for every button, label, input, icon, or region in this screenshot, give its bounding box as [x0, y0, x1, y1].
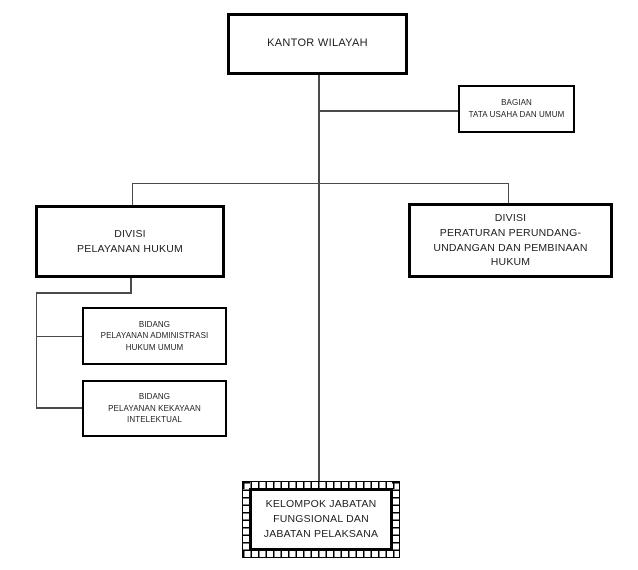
connector-bidang2-branch: [35, 407, 82, 409]
node-label-line: PELAYANAN KEKAYAAN: [108, 403, 201, 413]
connector-subtree-vertical: [35, 292, 37, 409]
hatched-border-left: [243, 482, 250, 557]
connector-bagian-horizontal: [318, 110, 458, 112]
node-label-line: TATA USAHA DAN UMUM: [468, 110, 565, 119]
connector-left-division-drop: [131, 182, 133, 206]
node-label-line: INTELEKTUAL: [127, 415, 182, 425]
node-label-line: FUNGSIONAL DAN: [273, 513, 369, 526]
node-label-line: PELAYANAN HUKUM: [77, 242, 183, 255]
node-label-line: HUKUM UMUM: [125, 342, 184, 352]
node-label-line: JABATAN PELAKSANA: [263, 527, 379, 540]
node-label-line: HUKUM: [490, 256, 531, 269]
node-label-line: KANTOR WILAYAH: [267, 37, 368, 50]
node-label-line: PELAYANAN ADMINISTRASI: [100, 331, 209, 341]
node-divisi-pelayanan-hukum: DIVISI PELAYANAN HUKUM: [35, 205, 225, 278]
connector-bidang1-branch: [35, 335, 82, 337]
node-label-line: BIDANG: [138, 319, 171, 329]
node-label-line: DIVISI: [114, 227, 146, 240]
hatched-border-right: [392, 482, 399, 557]
node-kelompok-jabatan: KELOMPOK JABATAN FUNGSIONAL DAN JABATAN …: [242, 481, 400, 558]
node-label-line: UNDANGAN DAN PEMBINAAN: [433, 241, 588, 254]
connector-right-division-drop: [507, 182, 509, 204]
node-bidang-administrasi: BIDANG PELAYANAN ADMINISTRASI HUKUM UMUM: [82, 307, 227, 365]
connector-main-vertical: [318, 75, 320, 481]
hatched-border-top: [243, 482, 399, 489]
node-label-line: BIDANG: [138, 392, 171, 402]
node-kantor-wilayah: KANTOR WILAYAH: [227, 13, 408, 75]
node-label-line: PERATURAN PERUNDANG-: [439, 226, 582, 239]
node-divisi-peraturan: DIVISI PERATURAN PERUNDANG- UNDANGAN DAN…: [408, 203, 613, 278]
connector-divisi-stub: [130, 278, 132, 293]
hatched-border-bottom: [243, 550, 399, 557]
node-label-line: BAGIAN: [501, 98, 532, 108]
node-label-line: DIVISI: [494, 212, 527, 225]
node-label-line: KELOMPOK JABATAN: [265, 498, 377, 511]
connector-division-span: [131, 182, 509, 184]
node-bidang-kekayaan: BIDANG PELAYANAN KEKAYAAN INTELEKTUAL: [82, 380, 227, 437]
node-bagian-tata-usaha: BAGIAN TATA USAHA DAN UMUM: [458, 85, 575, 133]
connector-subtree-top: [35, 292, 132, 294]
node-kelompok-jabatan-inner: KELOMPOK JABATAN FUNGSIONAL DAN JABATAN …: [249, 488, 393, 551]
